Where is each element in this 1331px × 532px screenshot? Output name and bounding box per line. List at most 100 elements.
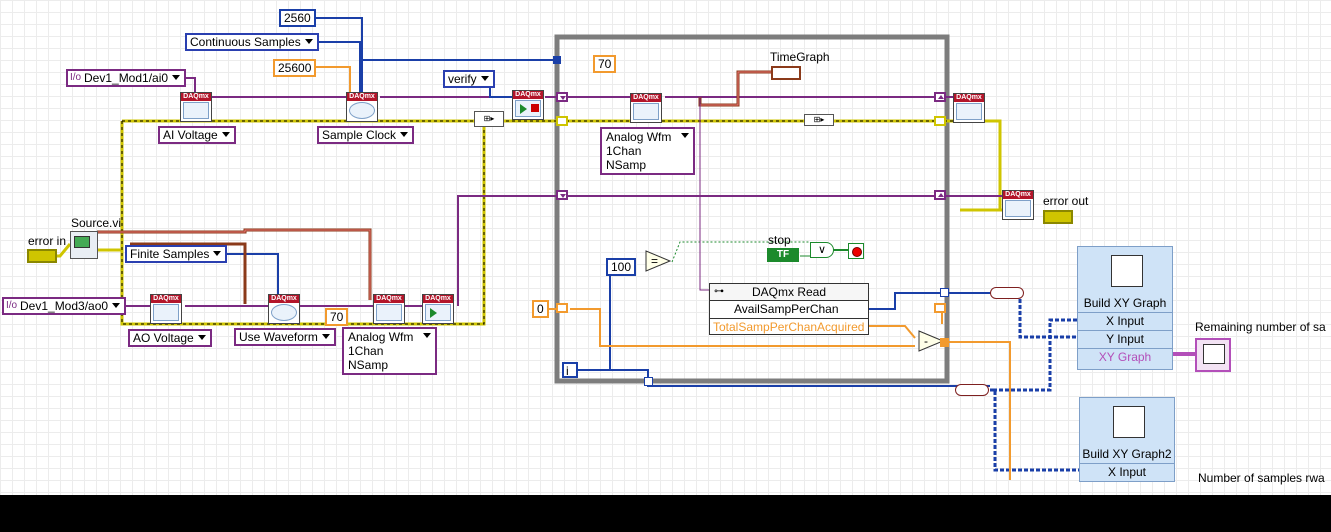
task-tunnel-in bbox=[556, 190, 568, 200]
io-icon: I/o bbox=[6, 300, 18, 311]
ai-type-label: AI Voltage bbox=[163, 128, 218, 142]
buffer-tunnel bbox=[553, 56, 561, 64]
error-out-label: error out bbox=[1043, 194, 1089, 208]
build-xy2-title: Build XY Graph2 bbox=[1082, 447, 1172, 461]
chevron-down-icon bbox=[112, 303, 121, 308]
total-samp-per-chan-row[interactable]: TotalSampPerChanAcquired bbox=[710, 318, 868, 336]
loop-limit-constant[interactable]: 100 bbox=[606, 258, 637, 276]
source-vi-icon[interactable] bbox=[70, 231, 98, 259]
build-array-node-icon[interactable] bbox=[955, 384, 989, 396]
task-tunnel-out bbox=[934, 190, 946, 200]
sample-mode-ao-label: Finite Samples bbox=[130, 247, 210, 261]
daqmx-read-property-node[interactable]: ⊶DAQmx Read AvailSampPerChan TotalSampPe… bbox=[709, 283, 869, 335]
error-shift-register-out bbox=[934, 116, 946, 126]
chevron-down-icon bbox=[423, 333, 431, 338]
read-type-ring[interactable]: Analog Wfm 1Chan NSamp bbox=[600, 127, 695, 175]
write-type-ring[interactable]: Analog Wfm 1Chan NSamp bbox=[342, 327, 437, 375]
ao-samples-constant[interactable]: 70 bbox=[325, 308, 349, 326]
xy-graph-terminal[interactable]: XY Graph bbox=[1078, 348, 1172, 366]
sample-mode-ai-label: Continuous Samples bbox=[190, 35, 301, 49]
time-graph-label: TimeGraph bbox=[770, 50, 830, 64]
error-out-terminal bbox=[1043, 210, 1073, 224]
taskbar bbox=[0, 495, 1331, 532]
timing-ai-label: Sample Clock bbox=[322, 128, 397, 142]
time-graph-indicator-icon bbox=[771, 66, 801, 80]
total-shift-register-in bbox=[556, 303, 568, 313]
timing-ai-ring[interactable]: Sample Clock bbox=[317, 126, 415, 144]
chevron-down-icon bbox=[172, 75, 181, 80]
ao-type-label: AO Voltage bbox=[133, 331, 194, 345]
sample-mode-ai-ring[interactable]: Continuous Samples bbox=[185, 33, 319, 51]
avail-samp-per-chan-row[interactable]: AvailSampPerChan bbox=[710, 300, 868, 318]
daqmx-timing-ai-icon[interactable]: DAQmx bbox=[346, 92, 378, 122]
build-xy-graph-node[interactable]: Build XY Graph X Input Y Input XY Graph bbox=[1077, 246, 1173, 370]
init-total-constant[interactable]: 0 bbox=[532, 300, 549, 318]
ao-channel-label: Dev1_Mod3/ao0 bbox=[20, 299, 109, 313]
ai-channel-label: Dev1_Mod1/ai0 bbox=[84, 71, 169, 85]
merge-errors-icon[interactable]: ⊞▸ bbox=[474, 111, 504, 127]
index-tunnel bbox=[644, 377, 653, 386]
error-in-terminal[interactable] bbox=[27, 249, 57, 263]
error-shift-register-in bbox=[556, 116, 568, 126]
daqmx-clear-ao-icon[interactable]: DAQmx bbox=[1002, 190, 1034, 220]
property-node-icon: ⊶ bbox=[714, 286, 724, 297]
equal-function-icon[interactable]: = bbox=[645, 250, 672, 272]
timing-ao-ring[interactable]: Use Waveform bbox=[234, 328, 336, 346]
graph-indicator-icon bbox=[1195, 338, 1231, 372]
stop-control[interactable]: TF bbox=[767, 248, 799, 262]
buffer-size-constant[interactable]: 2560 bbox=[279, 9, 316, 27]
xy-graph-icon bbox=[1111, 255, 1143, 287]
stop-button-icon[interactable] bbox=[848, 243, 864, 259]
daqmx-read-icon[interactable]: DAQmx bbox=[630, 93, 662, 123]
chevron-down-icon bbox=[304, 39, 313, 44]
build-xy-title: Build XY Graph bbox=[1083, 296, 1167, 310]
chevron-down-icon bbox=[221, 132, 230, 137]
chevron-down-icon bbox=[400, 132, 409, 137]
build-xy-graph2-node[interactable]: Build XY Graph2 X Input bbox=[1079, 397, 1175, 482]
while-loop-border bbox=[554, 34, 950, 384]
read-type-label: Analog Wfm 1Chan NSamp bbox=[606, 130, 672, 172]
build-array-node-icon[interactable] bbox=[990, 287, 1024, 299]
stop-label: stop bbox=[768, 233, 791, 247]
daqmx-start-ai-icon[interactable]: DAQmx bbox=[512, 90, 544, 120]
read-samples-constant[interactable]: 70 bbox=[593, 55, 617, 73]
avail-tunnel bbox=[940, 288, 949, 297]
chevron-down-icon bbox=[321, 334, 330, 339]
sample-mode-ao-ring[interactable]: Finite Samples bbox=[125, 245, 228, 263]
write-type-label: Analog Wfm 1Chan NSamp bbox=[348, 330, 414, 372]
daqmx-write-icon[interactable]: DAQmx bbox=[373, 294, 405, 324]
subtract-function-icon[interactable]: - bbox=[918, 330, 945, 352]
verify-label: verify bbox=[448, 72, 477, 86]
chevron-down-icon bbox=[480, 76, 489, 81]
y-input-terminal[interactable]: Y Input bbox=[1078, 330, 1172, 348]
x-input-terminal[interactable]: X Input bbox=[1078, 312, 1172, 330]
error-cluster-node-icon[interactable]: ⊞▸ bbox=[804, 114, 834, 126]
number-samples-label: Number of samples rwa bbox=[1198, 471, 1325, 485]
chevron-down-icon bbox=[681, 133, 689, 138]
daqmx-timing-ao-icon[interactable]: DAQmx bbox=[268, 294, 300, 324]
verify-ring[interactable]: verify bbox=[443, 70, 495, 88]
or-function-icon[interactable]: ∨ bbox=[810, 242, 834, 258]
svg-text:-: - bbox=[924, 334, 928, 348]
remaining-tunnel bbox=[940, 338, 949, 347]
daqmx-clear-ai-icon[interactable]: DAQmx bbox=[953, 93, 985, 123]
ao-type-ring[interactable]: AO Voltage bbox=[128, 329, 212, 347]
timing-ao-label: Use Waveform bbox=[239, 330, 318, 344]
property-node-title: ⊶DAQmx Read bbox=[710, 284, 868, 300]
total-shift-register-out bbox=[934, 303, 946, 313]
daqmx-create-channel-ai-icon[interactable]: DAQmx bbox=[180, 92, 212, 122]
svg-text:=: = bbox=[651, 254, 658, 268]
io-icon: I/o bbox=[70, 72, 82, 83]
chevron-down-icon bbox=[197, 335, 206, 340]
daqmx-create-channel-ao-icon[interactable]: DAQmx bbox=[150, 294, 182, 324]
daqmx-start-ao-icon[interactable]: DAQmx bbox=[422, 294, 454, 324]
rate-constant[interactable]: 25600 bbox=[273, 59, 317, 77]
ai-type-ring[interactable]: AI Voltage bbox=[158, 126, 236, 144]
source-vi-label: Source.vi bbox=[71, 216, 122, 230]
error-in-label: error in bbox=[28, 234, 67, 248]
chevron-down-icon bbox=[213, 251, 222, 256]
x-input-terminal[interactable]: X Input bbox=[1080, 463, 1174, 481]
xy-graph-icon bbox=[1113, 406, 1145, 438]
